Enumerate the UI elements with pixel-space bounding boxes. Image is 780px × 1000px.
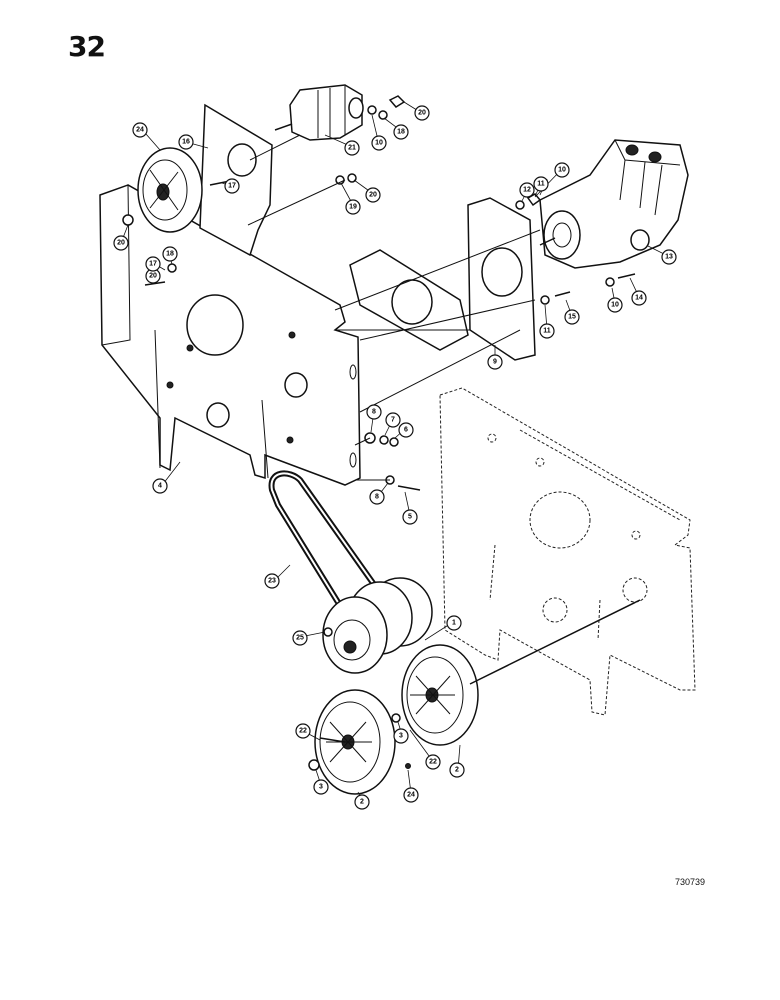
pulley-stack xyxy=(322,577,433,674)
svg-text:19: 19 xyxy=(349,204,357,211)
svg-text:20: 20 xyxy=(117,240,125,247)
alignment-lines xyxy=(247,134,541,481)
callout-16: 16 xyxy=(178,134,194,150)
svg-text:12: 12 xyxy=(523,187,531,194)
svg-text:22: 22 xyxy=(429,759,437,766)
svg-text:2: 2 xyxy=(455,767,459,774)
callout-23: 23 xyxy=(264,573,280,589)
svg-text:8: 8 xyxy=(375,494,379,501)
upper-pump xyxy=(274,84,406,141)
svg-text:8: 8 xyxy=(372,409,376,416)
svg-text:13: 13 xyxy=(665,254,673,261)
callout-14: 14 xyxy=(631,290,647,306)
callout-24-upper: 24 xyxy=(132,122,148,138)
callout-20-left: 20 xyxy=(113,235,129,251)
right-pump xyxy=(539,139,689,269)
lower-left-pulley xyxy=(314,689,396,795)
callout-8-upper: 8 xyxy=(366,404,382,420)
callout-21: 21 xyxy=(344,140,360,156)
callout-10-right: 10 xyxy=(554,162,570,178)
callout-24-lower: 24 xyxy=(403,787,419,803)
svg-text:11: 11 xyxy=(537,181,545,188)
callout-11-upper: 11 xyxy=(533,176,549,192)
callout-20-mid: 20 xyxy=(365,187,381,203)
callout-1: 1 xyxy=(446,615,462,631)
mounting-plate xyxy=(99,184,361,486)
callout-18-upper: 18 xyxy=(393,124,409,140)
svg-text:20: 20 xyxy=(418,110,426,117)
svg-text:9: 9 xyxy=(493,359,497,366)
svg-text:4: 4 xyxy=(158,483,162,490)
svg-text:1: 1 xyxy=(452,620,456,627)
callout-2-left: 2 xyxy=(354,794,370,810)
svg-text:14: 14 xyxy=(635,295,643,302)
callout-9: 9 xyxy=(487,354,503,370)
svg-text:23: 23 xyxy=(268,578,276,585)
callout-10-lower-right: 10 xyxy=(607,297,623,313)
callout-18-lower: 18 xyxy=(162,246,178,262)
callout-7: 7 xyxy=(385,412,401,428)
callout-15: 15 xyxy=(564,309,580,325)
svg-text:16: 16 xyxy=(182,139,190,146)
callout-22-left: 22 xyxy=(295,723,311,739)
callout-25: 25 xyxy=(292,630,308,646)
callout-10-upper: 10 xyxy=(371,135,387,151)
svg-text:21: 21 xyxy=(348,145,356,152)
callout-3-right: 3 xyxy=(393,728,409,744)
phantom-frame xyxy=(439,387,696,716)
svg-text:25: 25 xyxy=(296,635,304,642)
svg-text:3: 3 xyxy=(319,784,323,791)
callout-17-lower: 17 xyxy=(145,256,161,272)
callout-20-upper-right: 20 xyxy=(414,105,430,121)
svg-text:5: 5 xyxy=(408,514,412,521)
svg-text:22: 22 xyxy=(299,728,307,735)
callout-19: 19 xyxy=(345,199,361,215)
svg-text:20: 20 xyxy=(149,273,157,280)
callout-11-lower: 11 xyxy=(539,323,555,339)
svg-text:7: 7 xyxy=(391,417,395,424)
hardware xyxy=(122,173,636,771)
callout-22-right: 22 xyxy=(425,754,441,770)
callout-4: 4 xyxy=(152,478,168,494)
svg-text:6: 6 xyxy=(404,427,408,434)
lower-right-pulley xyxy=(401,599,641,746)
drawing-code: 730739 xyxy=(675,877,706,887)
svg-text:11: 11 xyxy=(543,328,551,335)
svg-text:10: 10 xyxy=(611,302,619,309)
drawing-artwork xyxy=(99,84,696,801)
svg-text:2: 2 xyxy=(360,799,364,806)
callout-17-upper: 17 xyxy=(224,178,240,194)
svg-text:17: 17 xyxy=(228,183,236,190)
svg-text:10: 10 xyxy=(558,167,566,174)
callout-2-right: 2 xyxy=(449,762,465,778)
svg-text:3: 3 xyxy=(399,733,403,740)
callout-12: 12 xyxy=(519,182,535,198)
svg-text:18: 18 xyxy=(166,251,174,258)
page-number: 32 xyxy=(68,30,106,63)
svg-text:17: 17 xyxy=(149,261,157,268)
svg-text:10: 10 xyxy=(375,140,383,147)
svg-text:18: 18 xyxy=(397,129,405,136)
callout-6: 6 xyxy=(398,422,414,438)
callout-13: 13 xyxy=(661,249,677,265)
svg-text:24: 24 xyxy=(136,127,144,134)
callout-8-lower: 8 xyxy=(369,489,385,505)
svg-text:24: 24 xyxy=(407,792,415,799)
svg-text:15: 15 xyxy=(568,314,576,321)
callout-5: 5 xyxy=(402,509,418,525)
callout-3-left: 3 xyxy=(313,779,329,795)
svg-text:20: 20 xyxy=(369,192,377,199)
